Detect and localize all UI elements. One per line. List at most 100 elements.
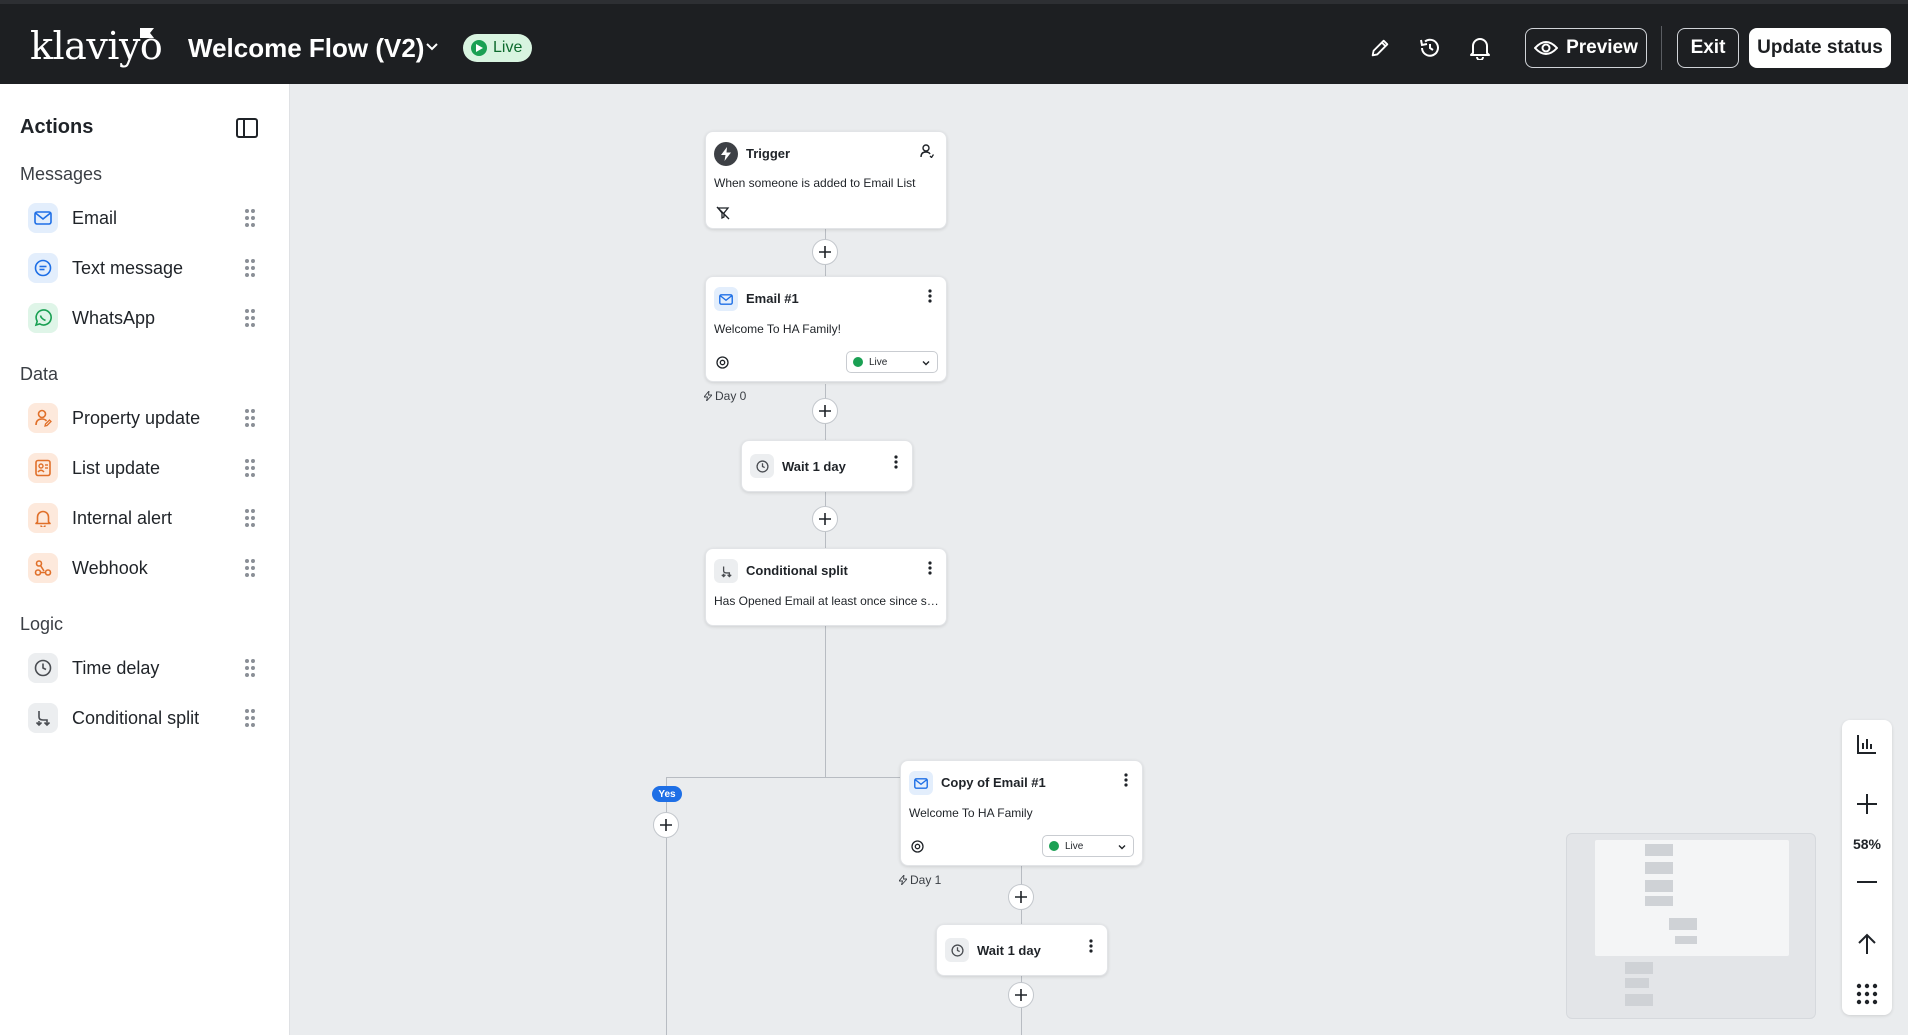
eye-icon <box>1534 41 1559 55</box>
split-arrows-icon <box>28 703 58 733</box>
plus-icon <box>1015 891 1027 903</box>
sidebar-item-property-update[interactable]: Property update <box>20 398 270 438</box>
live-status-dot <box>1049 841 1059 851</box>
add-step-button[interactable] <box>812 239 838 265</box>
grid-dots-icon <box>1856 983 1878 1005</box>
drag-handle-icon[interactable] <box>244 508 256 528</box>
zoom-level: 58% <box>1852 836 1882 852</box>
more-options-icon[interactable] <box>1089 939 1093 953</box>
add-step-button[interactable] <box>1008 884 1034 910</box>
drag-handle-icon[interactable] <box>244 258 256 278</box>
mail-icon <box>28 203 58 233</box>
drag-handle-icon[interactable] <box>244 308 256 328</box>
exit-label: Exit <box>1690 37 1726 58</box>
more-options-icon[interactable] <box>1124 773 1128 787</box>
no-filter-icon <box>716 206 730 220</box>
time-delay-node[interactable]: Wait 1 day <box>741 440 913 492</box>
sidebar-item-list-update[interactable]: List update <box>20 448 270 488</box>
drag-handle-icon[interactable] <box>244 208 256 228</box>
zoom-out-button[interactable] <box>1855 870 1879 894</box>
minimap-toggle-button[interactable] <box>1855 982 1879 1006</box>
sidebar-item-whatsapp[interactable]: WhatsApp <box>20 298 270 338</box>
sidebar-item-email[interactable]: Email <box>20 198 270 238</box>
minimap-node <box>1675 936 1697 944</box>
sidebar-item-webhook[interactable]: Webhook <box>20 548 270 588</box>
lightning-icon <box>714 142 738 166</box>
drag-handle-icon[interactable] <box>244 658 256 678</box>
edit-pencil-icon[interactable] <box>1366 34 1394 62</box>
toolbar-divider <box>1661 26 1662 70</box>
mail-icon <box>909 771 933 795</box>
drag-handle-icon[interactable] <box>244 558 256 578</box>
minimap-node <box>1669 918 1697 930</box>
minimap-node <box>1645 844 1673 856</box>
email-copy-status-select[interactable]: Live <box>1042 835 1134 857</box>
flow-status-text: Live <box>493 39 523 56</box>
minimap-node <box>1645 880 1673 892</box>
minus-icon <box>1857 881 1877 883</box>
bell-icon[interactable] <box>1466 34 1494 62</box>
scroll-to-top-button[interactable] <box>1855 932 1879 956</box>
more-options-icon[interactable] <box>894 455 898 469</box>
trigger-node[interactable]: Trigger When someone is added to Email L… <box>705 131 947 229</box>
email-node-title: Email #1 <box>746 291 799 306</box>
plus-icon <box>819 246 831 258</box>
split-arrows-icon <box>714 559 738 583</box>
email-copy-day-label: Day 1 <box>899 873 941 887</box>
sidebar-item-label: Internal alert <box>72 507 173 528</box>
minimap[interactable] <box>1566 833 1816 1019</box>
flow-title[interactable]: Welcome Flow (V2) <box>188 33 425 63</box>
sidebar-item-internal-alert[interactable]: Internal alert <box>20 498 270 538</box>
sidebar-item-time-delay[interactable]: Time delay <box>20 648 270 688</box>
sidebar-item-text-message[interactable]: Text message <box>20 248 270 288</box>
actions-sidebar: Actions Messages Email Text message What… <box>0 84 290 1035</box>
more-options-icon[interactable] <box>928 561 932 575</box>
more-options-icon[interactable] <box>928 289 932 303</box>
analytics-button[interactable] <box>1855 732 1879 756</box>
preview-button[interactable]: Preview <box>1525 28 1647 68</box>
sidebar-item-label: Email <box>72 207 118 228</box>
add-step-button[interactable] <box>812 398 838 424</box>
collapse-sidebar-icon[interactable] <box>236 118 258 138</box>
drag-handle-icon[interactable] <box>244 458 256 478</box>
sidebar-item-label: WhatsApp <box>72 307 156 328</box>
zoom-in-button[interactable] <box>1855 792 1879 816</box>
chevron-down-icon[interactable] <box>424 38 440 54</box>
split-condition: Has Opened Email at least once since sta… <box>714 594 940 608</box>
sidebar-item-label: Text message <box>72 257 184 278</box>
split-title: Conditional split <box>746 563 848 578</box>
sidebar-item-conditional-split[interactable]: Conditional split <box>20 698 270 738</box>
sidebar-item-label: Time delay <box>72 657 160 678</box>
clock-icon <box>28 653 58 683</box>
add-step-button[interactable] <box>812 506 838 532</box>
section-logic: Logic <box>20 614 64 634</box>
email-copy-node[interactable]: Copy of Email #1 Welcome To HA Family Li… <box>900 760 1143 866</box>
time-delay-node[interactable]: Wait 1 day <box>936 924 1108 976</box>
plus-icon <box>660 819 672 831</box>
smart-sending-icon <box>716 356 729 369</box>
sidebar-item-label: Property update <box>72 407 201 428</box>
arrow-up-icon <box>1858 933 1876 954</box>
yes-branch-label: Yes <box>652 786 682 802</box>
email-node[interactable]: Email #1 Welcome To HA Family! Live <box>705 276 947 382</box>
email-status-select[interactable]: Live <box>846 351 938 373</box>
history-icon[interactable] <box>1416 34 1444 62</box>
yes-branch-line <box>666 777 667 1035</box>
exit-button[interactable]: Exit <box>1677 28 1739 68</box>
time-delay-title: Wait 1 day <box>782 459 846 474</box>
contact-list-icon <box>28 453 58 483</box>
update-status-label: Update status <box>1757 37 1883 58</box>
drag-handle-icon[interactable] <box>244 708 256 728</box>
email-copy-subject: Welcome To HA Family <box>909 806 1033 820</box>
trigger-title: Trigger <box>746 146 791 161</box>
conditional-split-node[interactable]: Conditional split Has Opened Email at le… <box>705 548 947 626</box>
email-copy-day-text: Day 1 <box>910 873 942 887</box>
smart-sending-icon <box>911 840 924 853</box>
canvas-controls: 58% <box>1842 720 1892 1015</box>
play-icon <box>471 40 487 56</box>
add-step-button-yes[interactable] <box>653 812 679 838</box>
drag-handle-icon[interactable] <box>244 408 256 428</box>
update-status-button[interactable]: Update status <box>1749 28 1891 68</box>
flow-canvas[interactable]: Trigger When someone is added to Email L… <box>290 84 1908 1035</box>
add-step-button[interactable] <box>1008 982 1034 1008</box>
